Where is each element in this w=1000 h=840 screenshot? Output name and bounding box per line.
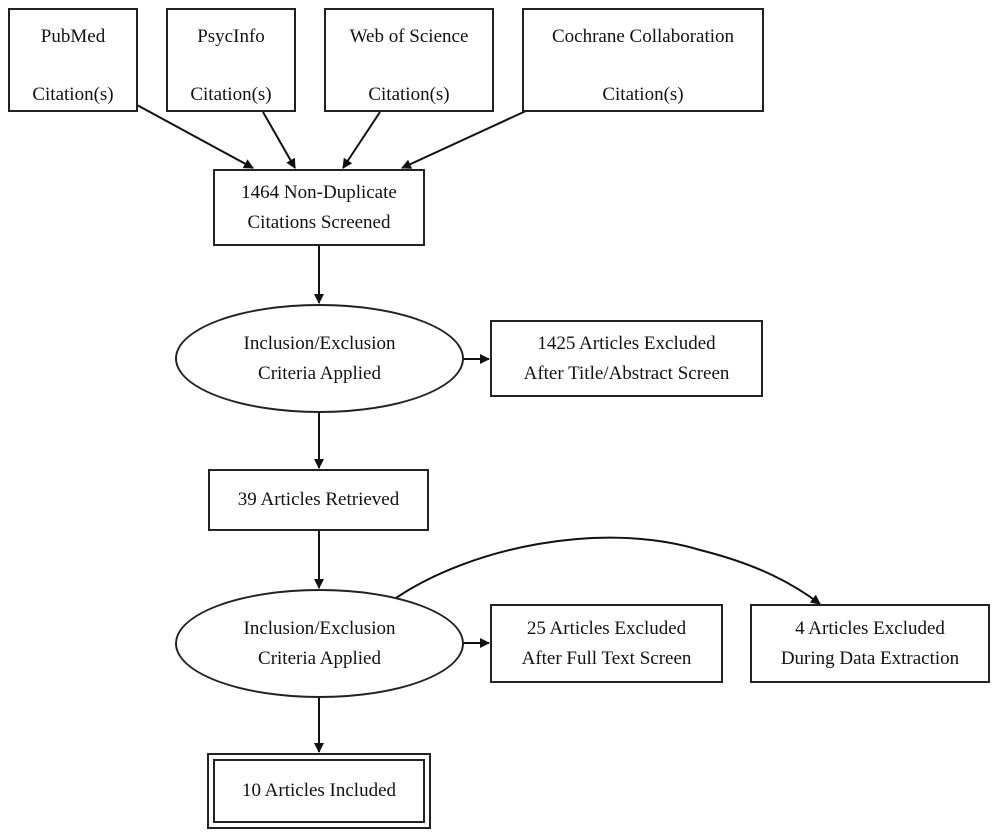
edge-cochrane-to-screened [401,109,529,169]
edge-wos-to-screened [342,111,381,169]
criteria1-line2: Criteria Applied [258,362,381,384]
included-label: 10 Articles Included [241,780,397,801]
source-name: PsycInfo [197,26,265,47]
source-name: Cochrane Collaboration [551,26,735,47]
excluded-data-extraction-box: 4 Articles Excluded During Data Extracti… [750,604,990,683]
excluded2-line2: After Full Text Screen [521,647,692,669]
retrieved-label: 39 Articles Retrieved [237,489,400,510]
excluded3-line2: During Data Extraction [780,647,960,669]
source-web-of-science: Web of Science Citation(s) [324,8,494,112]
criteria1-line1: Inclusion/Exclusion [243,332,396,354]
edge-criteria2-to-excluded3 [395,536,821,605]
edge-pubmed-to-screened [136,104,254,169]
source-psycinfo: PsycInfo Citation(s) [166,8,296,112]
source-name: PubMed [40,26,106,47]
source-sub: Citation(s) [190,84,272,105]
criteria2-line1: Inclusion/Exclusion [243,617,396,639]
excluded3-line1: 4 Articles Excluded [795,617,945,639]
criteria2-line2: Criteria Applied [258,647,381,669]
source-pubmed: PubMed Citation(s) [8,8,138,112]
excluded-full-text-box: 25 Articles Excluded After Full Text Scr… [490,604,723,683]
criteria-ellipse-1: Inclusion/Exclusion Criteria Applied [175,304,464,413]
edge-psycinfo-to-screened [262,111,296,169]
screened-line1: 1464 Non-Duplicate [241,181,397,203]
source-sub: Citation(s) [32,84,114,105]
excluded2-line1: 25 Articles Excluded [526,617,687,639]
source-sub: Citation(s) [602,84,684,105]
screened-line2: Citations Screened [247,211,391,233]
excluded1-line1: 1425 Articles Excluded [537,332,716,354]
included-box: 10 Articles Included [207,753,431,829]
excluded1-line2: After Title/Abstract Screen [523,362,730,384]
retrieved-box: 39 Articles Retrieved [208,469,429,531]
source-name: Web of Science [349,26,469,47]
source-cochrane: Cochrane Collaboration Citation(s) [522,8,764,112]
included-inner-border: 10 Articles Included [213,759,425,823]
criteria-ellipse-2: Inclusion/Exclusion Criteria Applied [175,589,464,698]
source-sub: Citation(s) [368,84,450,105]
excluded-title-abstract-box: 1425 Articles Excluded After Title/Abstr… [490,320,763,397]
screened-box: 1464 Non-Duplicate Citations Screened [213,169,425,246]
